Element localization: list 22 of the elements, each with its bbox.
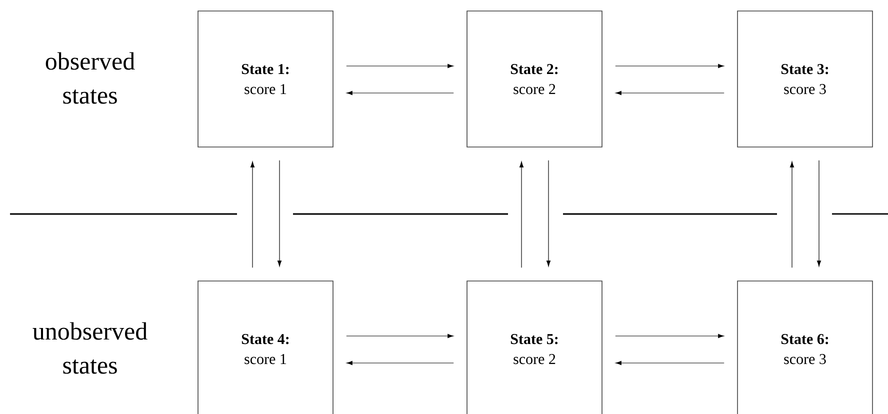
arrow: [346, 90, 454, 96]
arrow: [616, 90, 724, 96]
arrow: [346, 334, 454, 338]
state-box: State 5: score 2: [466, 280, 602, 414]
state-box: State 6: score 3: [737, 280, 873, 414]
arrow: [277, 160, 282, 266]
arrow: [790, 162, 794, 268]
arrow: [250, 162, 255, 268]
arrow: [616, 360, 724, 366]
state-box: State 2: score 2: [466, 10, 602, 148]
arrow: [615, 334, 724, 338]
state-box: State 4: score 1: [198, 280, 334, 414]
arrow: [546, 160, 551, 266]
state-box: State 3: score 3: [737, 10, 873, 148]
arrow: [816, 160, 822, 266]
arrow: [346, 64, 454, 68]
arrow: [615, 64, 724, 68]
arrow: [519, 162, 524, 268]
row-label: unobserved states: [32, 322, 148, 374]
arrow: [346, 360, 454, 366]
row-label: observed states: [46, 52, 135, 104]
state-box: State 1: score 1: [198, 10, 334, 148]
